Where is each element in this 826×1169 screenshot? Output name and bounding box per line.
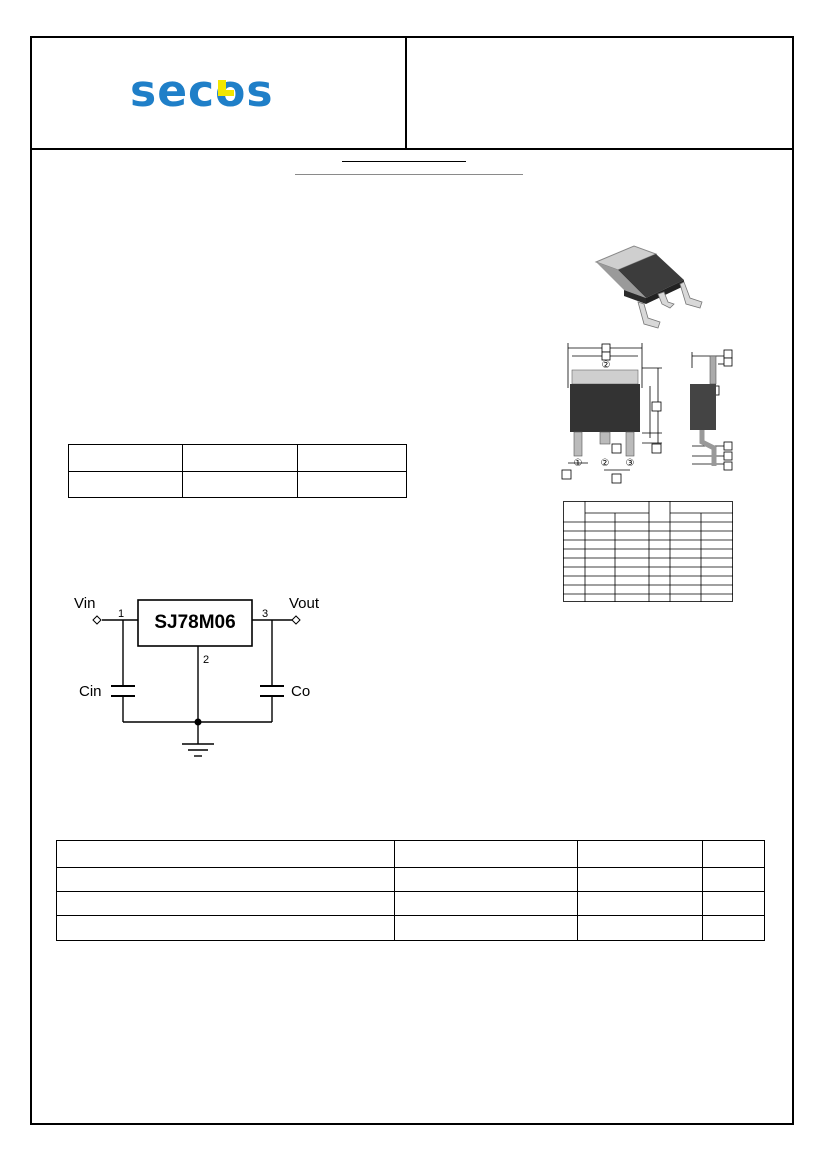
regulator-ic-box	[137, 599, 253, 647]
table-cell	[702, 891, 765, 916]
table-cell	[394, 915, 578, 941]
table-cell	[297, 444, 407, 472]
package-photo	[594, 245, 703, 329]
ratings-table	[56, 840, 765, 941]
page-frame	[30, 36, 794, 1125]
vin-terminal	[92, 615, 102, 625]
vin-label: Vin	[74, 595, 95, 612]
ic-label: SJ78M06	[154, 612, 235, 633]
cin-label: Cin	[79, 683, 102, 700]
table-cell	[56, 840, 395, 868]
table-cell	[577, 840, 703, 868]
table-cell	[702, 915, 765, 941]
ground-junction	[194, 718, 202, 726]
table-cell	[394, 840, 578, 868]
table-cell	[702, 840, 765, 868]
title-underline	[342, 161, 466, 162]
vout-label: Vout	[289, 595, 320, 612]
summary-table	[68, 444, 407, 498]
dimensions-table	[563, 501, 733, 602]
table-cell	[577, 867, 703, 892]
table-cell	[182, 444, 298, 472]
pin3-marker: ③	[626, 458, 635, 469]
header-vertical-divider	[405, 36, 407, 149]
pin2-marker: ②	[601, 458, 610, 469]
package-outline-drawing: ② ① ② ③	[561, 343, 733, 484]
table-cell	[702, 867, 765, 892]
table-cell	[182, 471, 298, 498]
top-pin-marker: ②	[602, 360, 611, 371]
table-cell	[577, 891, 703, 916]
header-divider	[30, 148, 794, 150]
logo-wordmark: secos	[130, 68, 274, 114]
table-cell	[56, 891, 395, 916]
table-cell	[394, 891, 578, 916]
table-cell	[577, 915, 703, 941]
table-cell	[297, 471, 407, 498]
table-cell	[56, 867, 395, 892]
table-cell	[394, 867, 578, 892]
logo-accent-mark	[218, 80, 234, 96]
table-cell	[68, 444, 183, 472]
subtitle-underline	[295, 174, 523, 175]
table-cell	[56, 915, 395, 941]
pin3-label: 3	[262, 608, 268, 620]
pin2-label: 2	[203, 654, 209, 666]
table-cell	[68, 471, 183, 498]
co-label: Co	[291, 683, 310, 700]
application-circuit: SJ78M06 Vin Vout 1 3 2 Cin Co	[74, 595, 320, 757]
vout-terminal	[291, 615, 301, 625]
pin1-marker: ①	[574, 458, 583, 469]
pin1-label: 1	[118, 608, 124, 620]
secos-logo: secos	[130, 68, 274, 114]
